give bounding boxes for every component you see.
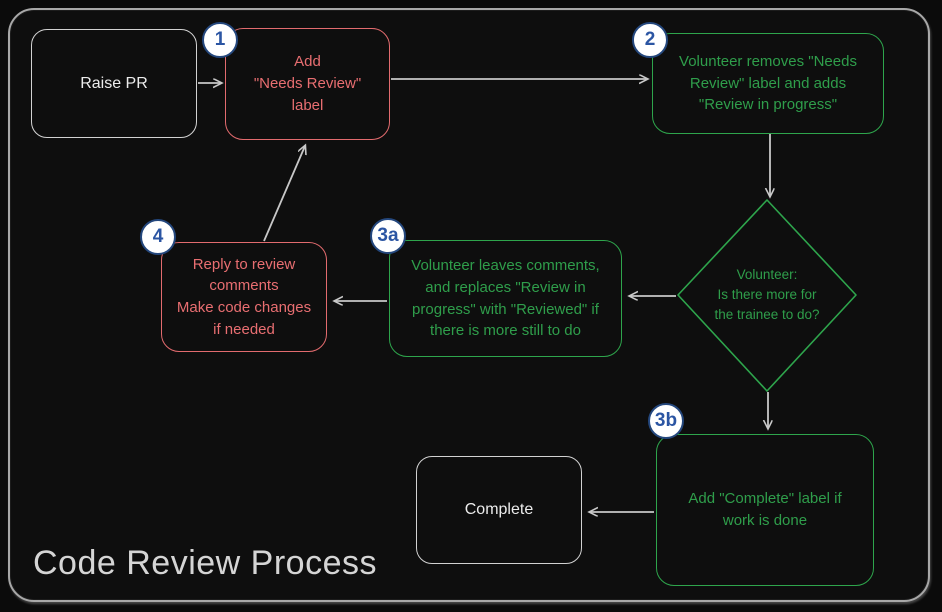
arrow-reply-to-add-label bbox=[263, 146, 305, 242]
node-volunteer-removes-label: Volunteer removes "Needs Review" label a… bbox=[652, 33, 884, 134]
node-raise-pr-label: Raise PR bbox=[80, 74, 148, 92]
step-badge-1: 1 bbox=[202, 22, 238, 58]
node-volunteer-leaves-comments: Volunteer leaves comments, and replaces … bbox=[389, 240, 622, 357]
node-complete: Complete bbox=[416, 456, 582, 564]
decision-diamond-shape bbox=[677, 199, 857, 392]
node-reply-to-review-comments: Reply to review comments Make code chang… bbox=[161, 242, 327, 352]
node-add-needs-review-label: Add "Needs Review" label bbox=[225, 28, 390, 140]
node-raise-pr: Raise PR bbox=[31, 29, 197, 138]
node-add-complete-text: Add "Complete" label if work is done bbox=[688, 490, 842, 529]
step-badge-3a: 3a bbox=[370, 218, 406, 254]
node-reply-text: Reply to review comments Make code chang… bbox=[176, 255, 312, 338]
node-decision-text: Volunteer: Is there more for the trainee… bbox=[714, 266, 820, 323]
step-badge-4: 4 bbox=[140, 219, 176, 255]
node-add-needs-review-text: Add "Needs Review" label bbox=[253, 53, 362, 114]
node-volunteer-removes-text: Volunteer removes "Needs Review" label a… bbox=[679, 52, 857, 114]
node-add-complete-label: Add "Complete" label if work is done bbox=[656, 434, 874, 586]
node-volunteer-leaves-text: Volunteer leaves comments, and replaces … bbox=[411, 257, 600, 340]
step-badge-2: 2 bbox=[632, 22, 668, 58]
node-complete-text: Complete bbox=[464, 501, 534, 519]
step-badge-3b: 3b bbox=[648, 403, 684, 439]
diagram-title: Code Review Process bbox=[33, 544, 377, 582]
